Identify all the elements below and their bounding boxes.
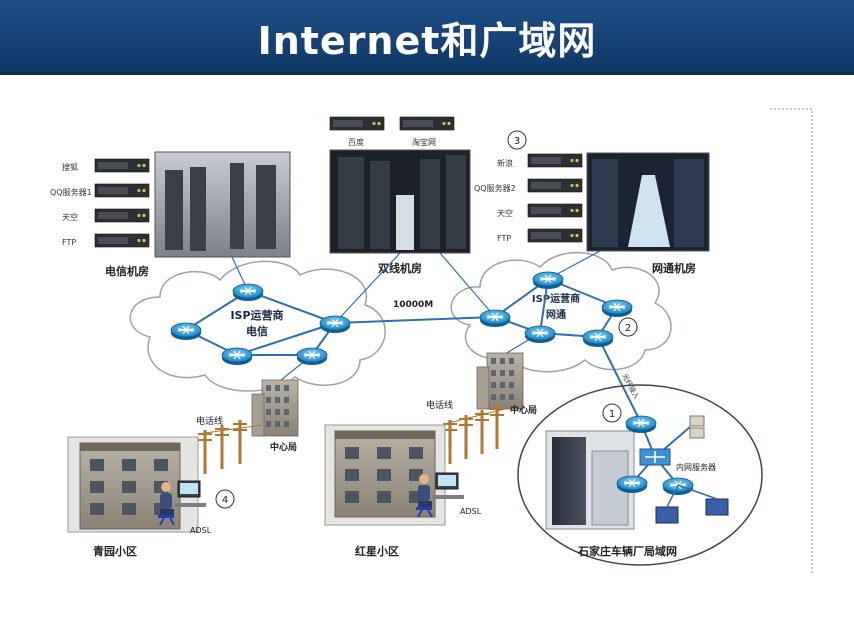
marker-3-label: 3	[514, 136, 520, 147]
page-title: Internet和广域网	[257, 19, 597, 63]
marker-3	[507, 130, 527, 150]
dual-server-1	[329, 116, 385, 131]
router-telecom-2	[170, 322, 202, 341]
router-netcom-1	[479, 309, 511, 328]
diagram-stage: 搜狐 QQ服务器1 天空 FTP 电信机房 百度 淘宝网 双线机房 3 新浪 Q…	[0, 75, 854, 619]
netcom-server-label-3: 天空	[497, 208, 513, 218]
marker-4-label: 4	[222, 495, 228, 506]
marker-4	[215, 489, 235, 509]
netcom-server-1	[527, 153, 583, 168]
qingyuan-label: 青园小区	[93, 544, 137, 558]
marker-2	[618, 317, 638, 337]
lan-edge-router	[625, 415, 657, 434]
marker-1	[602, 403, 622, 423]
factory-lan-label: 石家庄车辆厂局域网	[577, 544, 677, 558]
telecom-server-label-4: FTP	[62, 238, 76, 247]
netcom-server-3	[527, 203, 583, 218]
telecom-cloud-line1: ISP运营商	[230, 308, 283, 322]
phone-lines-right	[441, 403, 506, 466]
qingyuan-community: 4 ADSL 青园小区	[67, 436, 235, 558]
netcom-central-office-label: 中心局	[510, 404, 537, 416]
netcom-cloud-line1: ISP运营商	[532, 292, 580, 305]
phone-line-label-right: 电话线	[426, 399, 453, 411]
netcom-server-4	[527, 228, 583, 243]
telecom-server-1	[94, 158, 150, 173]
router-netcom-4	[524, 325, 556, 344]
telecom-server-3	[94, 208, 150, 223]
phone-lines-left	[196, 418, 263, 476]
phone-line-label-left: 电话线	[196, 415, 223, 427]
telecom-room: 搜狐 QQ服务器1 天空 FTP 电信机房	[50, 151, 291, 278]
router-telecom-1	[232, 283, 264, 302]
qingyuan-adsl-label: ADSL	[190, 526, 212, 535]
factory-lan: 内网服务器 1 光纤接入 石家庄车辆厂局域网	[517, 372, 763, 566]
telecom-server-2	[94, 183, 150, 198]
netcom-central-office	[476, 352, 524, 410]
telecom-server-label-2: QQ服务器1	[50, 187, 92, 197]
dual-room-label: 双线机房	[378, 261, 422, 275]
telecom-cloud-line2: 电信	[246, 324, 268, 338]
netcom-cloud: ISP运营商 网通	[450, 252, 672, 373]
telecom-server-label-1: 搜狐	[62, 162, 78, 172]
hongxing-label: 红星小区	[355, 544, 399, 558]
netcom-server-label-4: FTP	[497, 234, 511, 243]
router-netcom-5	[582, 329, 614, 348]
router-telecom-4	[296, 347, 328, 366]
telecom-room-label: 电信机房	[105, 264, 149, 278]
marker-1-label: 1	[609, 409, 615, 420]
router-telecom-3	[221, 347, 253, 366]
netcom-room: 3 新浪 QQ服务器2 天空 FTP 网通机房	[474, 130, 710, 275]
intranet-server-1	[689, 415, 705, 427]
lan-pc-2	[705, 498, 729, 516]
intranet-server-2	[689, 427, 705, 439]
backbone-link-label: 10000M	[393, 300, 433, 310]
netcom-server-label-1: 新浪	[497, 158, 513, 168]
router-netcom-2	[532, 271, 564, 290]
router-telecom-5	[319, 315, 351, 334]
netcom-cloud-line2: 网通	[546, 309, 566, 321]
telecom-server-4	[94, 233, 150, 248]
network-diagram: 搜狐 QQ服务器1 天空 FTP 电信机房 百度 淘宝网 双线机房 3 新浪 Q…	[50, 108, 813, 575]
intranet-server-label: 内网服务器	[676, 462, 716, 472]
dual-room: 百度 淘宝网 双线机房	[329, 116, 471, 275]
lan-switch-1	[616, 475, 648, 494]
netcom-cloud-shape	[450, 252, 672, 373]
lan-pc-1	[655, 506, 679, 524]
hongxing-community: ADSL 红星小区	[324, 424, 482, 558]
netcom-server-2	[527, 178, 583, 193]
telecom-central-office-label: 中心局	[270, 441, 297, 453]
marker-2-label: 2	[625, 323, 631, 334]
netcom-room-label: 网通机房	[652, 261, 696, 275]
dual-server-label-2: 淘宝网	[412, 137, 436, 147]
dual-server-2	[399, 116, 455, 131]
hongxing-adsl-label: ADSL	[460, 507, 482, 516]
dual-server-label-1: 百度	[348, 137, 364, 147]
title-bar: Internet和广域网	[0, 0, 854, 75]
telecom-server-label-3: 天空	[62, 212, 78, 222]
router-netcom-3	[601, 299, 633, 318]
frame-edge	[770, 108, 813, 575]
factory-lan-boundary	[517, 384, 763, 566]
netcom-server-label-2: QQ服务器2	[474, 183, 516, 193]
